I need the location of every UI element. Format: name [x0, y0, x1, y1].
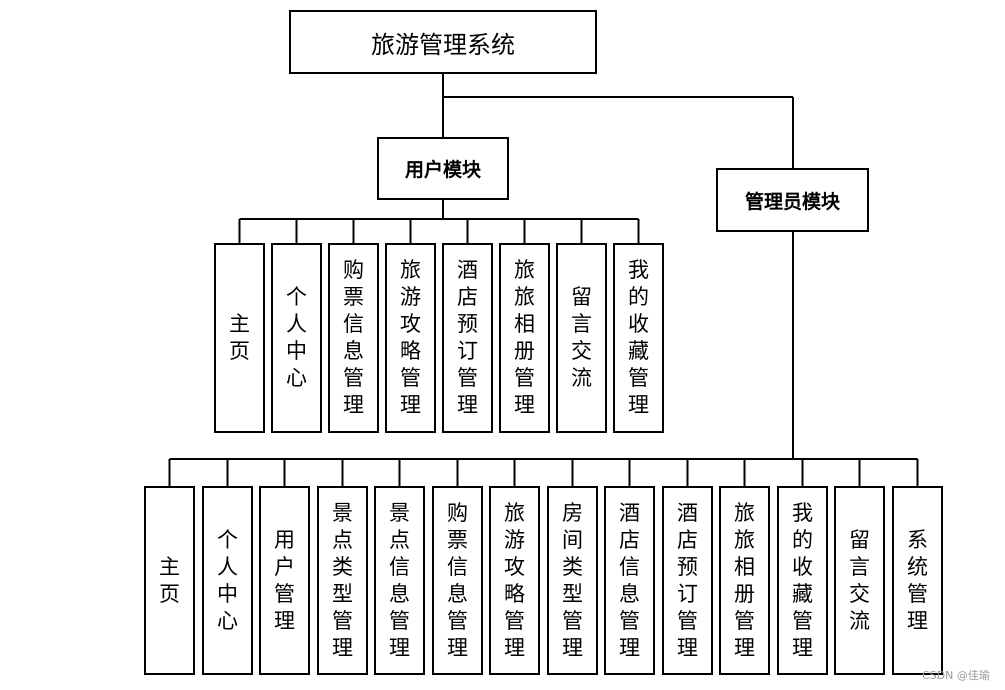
admin-item-label: 旅游攻略管理 — [504, 500, 525, 660]
watermark: CSDN @佳瑜 — [922, 669, 990, 682]
admin-item-6: 购票信息管理 — [432, 486, 483, 675]
admin-item-1: 主页 — [144, 486, 195, 675]
admin-item-label: 旅旅相册管理 — [734, 500, 755, 660]
admin-item-14: 系统管理 — [892, 486, 943, 675]
admin-item-9: 酒店信息管理 — [604, 486, 655, 675]
admin-item-label: 个人中心 — [217, 527, 238, 633]
admin-item-label: 景点类型管理 — [332, 500, 353, 660]
user-item-6: 旅旅相册管理 — [499, 243, 550, 433]
admin-item-label: 房间类型管理 — [562, 500, 583, 660]
user-item-label: 旅旅相册管理 — [514, 258, 535, 417]
admin-item-label: 购票信息管理 — [447, 500, 468, 660]
user-item-2: 个人中心 — [271, 243, 322, 433]
user-module-node: 用户模块 — [377, 137, 509, 200]
admin-item-label: 用户管理 — [274, 527, 295, 633]
admin-item-label: 我的收藏管理 — [792, 500, 813, 660]
user-module-label: 用户模块 — [404, 159, 481, 181]
admin-item-label: 酒店信息管理 — [619, 500, 640, 660]
admin-item-2: 个人中心 — [202, 486, 253, 675]
root-label: 旅游管理系统 — [371, 30, 515, 59]
user-item-label: 旅游攻略管理 — [400, 258, 421, 417]
user-item-3: 购票信息管理 — [328, 243, 379, 433]
admin-item-7: 旅游攻略管理 — [489, 486, 540, 675]
user-item-label: 酒店预订管理 — [457, 258, 478, 417]
admin-item-10: 酒店预订管理 — [662, 486, 713, 675]
admin-item-label: 留言交流 — [849, 527, 870, 633]
admin-item-5: 景点信息管理 — [374, 486, 425, 675]
user-item-8: 我的收藏管理 — [613, 243, 664, 433]
user-item-label: 主页 — [229, 312, 250, 363]
root-node: 旅游管理系统 — [289, 10, 597, 74]
admin-item-3: 用户管理 — [259, 486, 310, 675]
user-item-1: 主页 — [214, 243, 265, 433]
admin-item-label: 主页 — [159, 554, 180, 606]
admin-module-label: 管理员模块 — [744, 190, 840, 213]
user-item-7: 留言交流 — [556, 243, 607, 433]
admin-item-label: 系统管理 — [907, 527, 928, 633]
admin-module-node: 管理员模块 — [716, 168, 869, 232]
user-item-4: 旅游攻略管理 — [385, 243, 436, 433]
admin-item-label: 景点信息管理 — [389, 500, 410, 660]
admin-item-12: 我的收藏管理 — [777, 486, 828, 675]
admin-item-11: 旅旅相册管理 — [719, 486, 770, 675]
user-item-label: 我的收藏管理 — [628, 258, 649, 417]
user-item-label: 个人中心 — [286, 285, 307, 390]
user-item-label: 购票信息管理 — [343, 258, 364, 417]
admin-item-13: 留言交流 — [834, 486, 885, 675]
admin-item-label: 酒店预订管理 — [677, 500, 698, 660]
user-item-5: 酒店预订管理 — [442, 243, 493, 433]
admin-item-8: 房间类型管理 — [547, 486, 598, 675]
admin-item-4: 景点类型管理 — [317, 486, 368, 675]
user-item-label: 留言交流 — [571, 285, 592, 390]
